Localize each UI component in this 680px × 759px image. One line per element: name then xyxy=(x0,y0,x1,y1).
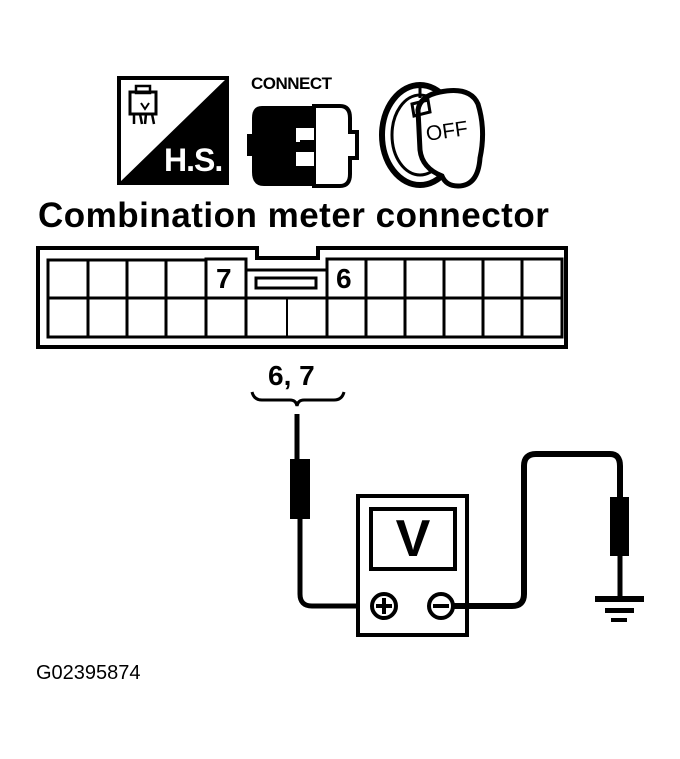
connector-housing xyxy=(36,246,568,349)
pin-6-label: 6 xyxy=(336,263,352,294)
connector-title: Combination meter connector xyxy=(38,196,550,235)
probe-callout-label: 6, 7 xyxy=(268,360,315,391)
negative-lead xyxy=(453,451,629,609)
connect-icon xyxy=(247,104,359,188)
voltmeter xyxy=(356,494,469,637)
pin-7-label: 7 xyxy=(216,263,232,294)
harness-icon-label: H.S. xyxy=(164,142,223,178)
callout-brace xyxy=(250,391,346,407)
connect-icon-label: CONNECT xyxy=(251,74,332,93)
ignition-off-icon xyxy=(379,82,486,189)
negative-terminal xyxy=(427,592,455,620)
ground-icon xyxy=(595,596,644,622)
positive-probe xyxy=(290,414,372,609)
meter-display: V xyxy=(395,510,431,568)
positive-terminal xyxy=(370,592,398,620)
figure-id: G02395874 xyxy=(36,662,141,684)
harness-icon xyxy=(117,76,229,185)
